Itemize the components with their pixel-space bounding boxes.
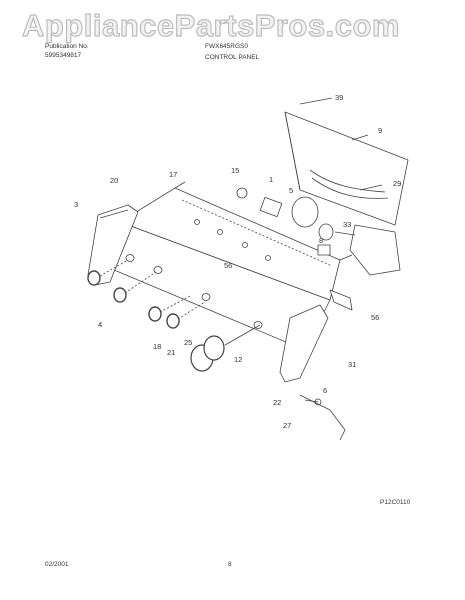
callout-8: 8 bbox=[319, 236, 323, 245]
push-switch bbox=[236, 187, 248, 199]
selector-knob-2 bbox=[113, 287, 127, 303]
section-title: CONTROL PANEL bbox=[205, 54, 260, 61]
callout-22: 22 bbox=[273, 398, 281, 407]
mounting-bracket bbox=[317, 244, 331, 256]
right-end-cap bbox=[279, 304, 329, 383]
callout-21: 21 bbox=[167, 348, 175, 357]
knob-2 bbox=[153, 266, 163, 274]
callout-39: 39 bbox=[335, 93, 343, 102]
knob-4 bbox=[253, 321, 263, 329]
site-watermark: AppliancePartsPros.com bbox=[21, 7, 400, 43]
small-boss-1 bbox=[194, 219, 200, 225]
wire-harness bbox=[309, 169, 386, 193]
knob-3 bbox=[201, 293, 211, 301]
knob-1 bbox=[125, 254, 135, 262]
small-boss-3 bbox=[242, 242, 248, 248]
callout-1: 1 bbox=[269, 175, 273, 184]
callout-56-upper: 56 bbox=[224, 261, 232, 270]
small-boss-2 bbox=[217, 229, 223, 235]
console-top-panel bbox=[119, 187, 341, 301]
publication-label: Publication No. bbox=[45, 43, 89, 50]
callout-56-lower: 56 bbox=[371, 313, 379, 322]
callout-25: 25 bbox=[184, 338, 192, 347]
figure-code: P12C0110 bbox=[380, 499, 411, 506]
timer-dial bbox=[203, 335, 225, 361]
callout-9: 9 bbox=[378, 126, 382, 135]
callout-12: 12 bbox=[234, 355, 242, 364]
callout-29: 29 bbox=[393, 179, 401, 188]
selector-knob-3 bbox=[148, 306, 162, 322]
callout-3: 3 bbox=[74, 200, 78, 209]
callout-18: 18 bbox=[153, 342, 161, 351]
lid-switch-bracket bbox=[299, 394, 346, 441]
callout-6: 6 bbox=[323, 386, 327, 395]
selector-knob-4 bbox=[166, 313, 180, 329]
publication-number: 5995349817 bbox=[45, 52, 82, 59]
selector-knob-1 bbox=[87, 270, 101, 286]
retaining-clip bbox=[329, 289, 353, 311]
callout-27: 27 bbox=[283, 421, 291, 430]
callout-33: 33 bbox=[343, 220, 351, 229]
footer-date: 02/2001 bbox=[45, 561, 69, 568]
callout-4: 4 bbox=[98, 320, 102, 329]
timer-assembly bbox=[349, 224, 401, 276]
callout-5: 5 bbox=[289, 186, 293, 195]
callout-17: 17 bbox=[169, 170, 177, 179]
model-number: FWX645RGS0 bbox=[205, 43, 248, 50]
timer-motor bbox=[291, 196, 319, 228]
indicator-module bbox=[259, 196, 283, 218]
callout-20: 20 bbox=[110, 176, 118, 185]
callout-15: 15 bbox=[231, 166, 239, 175]
small-boss-4 bbox=[265, 255, 271, 261]
callout-31: 31 bbox=[348, 360, 356, 369]
footer-page-number: 8 bbox=[228, 561, 232, 568]
